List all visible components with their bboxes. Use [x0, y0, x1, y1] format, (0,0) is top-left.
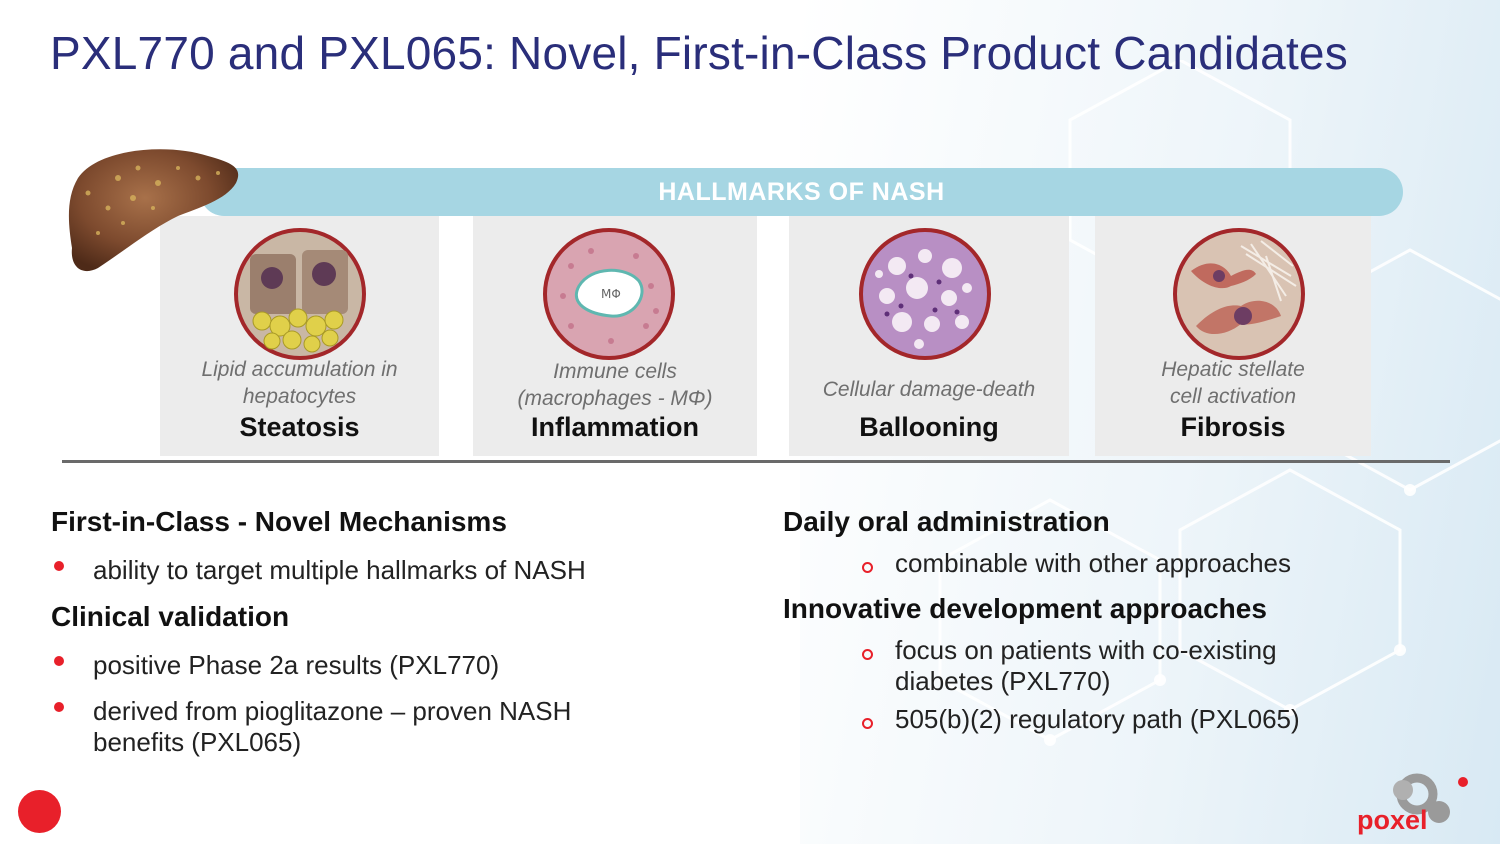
heading-clinical-validation: Clinical validation [51, 601, 290, 632]
bullet-ring-icon [862, 649, 873, 660]
page-title: PXL770 and PXL065: Novel, First-in-Class… [50, 27, 1348, 79]
fibrosis-desc-line2: cell activation [1169, 385, 1297, 408]
heading-first-in-class: First-in-Class - Novel Mechanisms [51, 506, 507, 537]
bullet-ring-icon [862, 562, 873, 573]
fibrosis-desc-line1: Hepatic stellate [1161, 358, 1305, 381]
bullet-dot-icon [54, 656, 64, 666]
inflammation-label: Inflammation [530, 412, 699, 442]
liver-icon [68, 149, 239, 272]
hallmark-card-inflammation: MΦ Immune cells (macrophages - MΦ) Infla… [473, 216, 757, 456]
list-item: positive Phase 2a results (PXL770) [51, 650, 731, 681]
inflammation-desc-line2: (macrophages - MΦ) [517, 387, 713, 410]
section-divider [62, 460, 1450, 463]
steatosis-label: Steatosis [239, 412, 360, 442]
bullet-dot-icon [54, 702, 64, 712]
bullet-dot-icon [54, 561, 64, 571]
steatosis-description: Lipid accumulation in hepatocytes [160, 356, 439, 410]
heading-daily-oral: Daily oral administration [783, 506, 1110, 537]
fibrosis-description: Hepatic stellate cell activation [1095, 356, 1371, 410]
bullet-text: positive Phase 2a results (PXL770) [93, 650, 500, 680]
inflammation-description: Immune cells (macrophages - MΦ) [473, 358, 757, 412]
inflammation-image-icon: MΦ [543, 228, 675, 360]
bullet-text: combinable with other approaches [895, 548, 1292, 578]
ballooning-description: Cellular damage-death [789, 376, 1069, 403]
ballooning-label: Ballooning [859, 412, 999, 442]
poxel-logo-icon [1393, 773, 1468, 823]
ballooning-desc-line1: Cellular damage-death [822, 378, 1036, 401]
steatosis-desc-line1: Lipid accumulation in [201, 358, 398, 381]
inflammation-desc-line1: Immune cells [553, 360, 677, 383]
steatosis-desc-line2: hepatocytes [242, 385, 357, 408]
hallmarks-banner: HALLMARKS OF NASH [200, 168, 1403, 216]
steatosis-image-icon [234, 228, 366, 360]
bullet-text: 505(b)(2) regulatory path (PXL065) [895, 704, 1300, 734]
banner-label: HALLMARKS OF NASH [658, 177, 945, 206]
bullet-text-line1: derived from pioglitazone – proven NASH [93, 696, 572, 726]
bullet-text: ability to target multiple hallmarks of … [93, 555, 586, 585]
fibrosis-image-icon [1173, 228, 1305, 360]
heading-innovative-development: Innovative development approaches [783, 593, 1267, 624]
poxel-logo-text: poxel [1357, 805, 1428, 835]
list-item: ability to target multiple hallmarks of … [51, 555, 731, 586]
bullet-text-line1: focus on patients with co-existing [895, 635, 1277, 665]
hallmark-card-steatosis: Lipid accumulation in hepatocytes Steato… [160, 216, 439, 456]
bullet-text-line2: diabetes (PXL770) [895, 666, 1111, 696]
macrophage-label: MΦ [601, 287, 621, 301]
list-item: 505(b)(2) regulatory path (PXL065) [862, 704, 1462, 735]
hallmark-card-fibrosis: Hepatic stellate cell activation Fibrosi… [1095, 216, 1371, 456]
hallmark-card-ballooning: Cellular damage-death Ballooning [789, 216, 1069, 456]
bullet-ring-icon [862, 718, 873, 729]
list-item: derived from pioglitazone – proven NASH … [51, 696, 731, 758]
bullet-text-line2: benefits (PXL065) [93, 727, 302, 757]
list-item: combinable with other approaches [862, 548, 1462, 579]
red-disc-icon [18, 790, 61, 833]
fibrosis-label: Fibrosis [1180, 412, 1286, 442]
ballooning-image-icon [859, 228, 991, 360]
list-item: focus on patients with co-existing diabe… [862, 635, 1462, 697]
